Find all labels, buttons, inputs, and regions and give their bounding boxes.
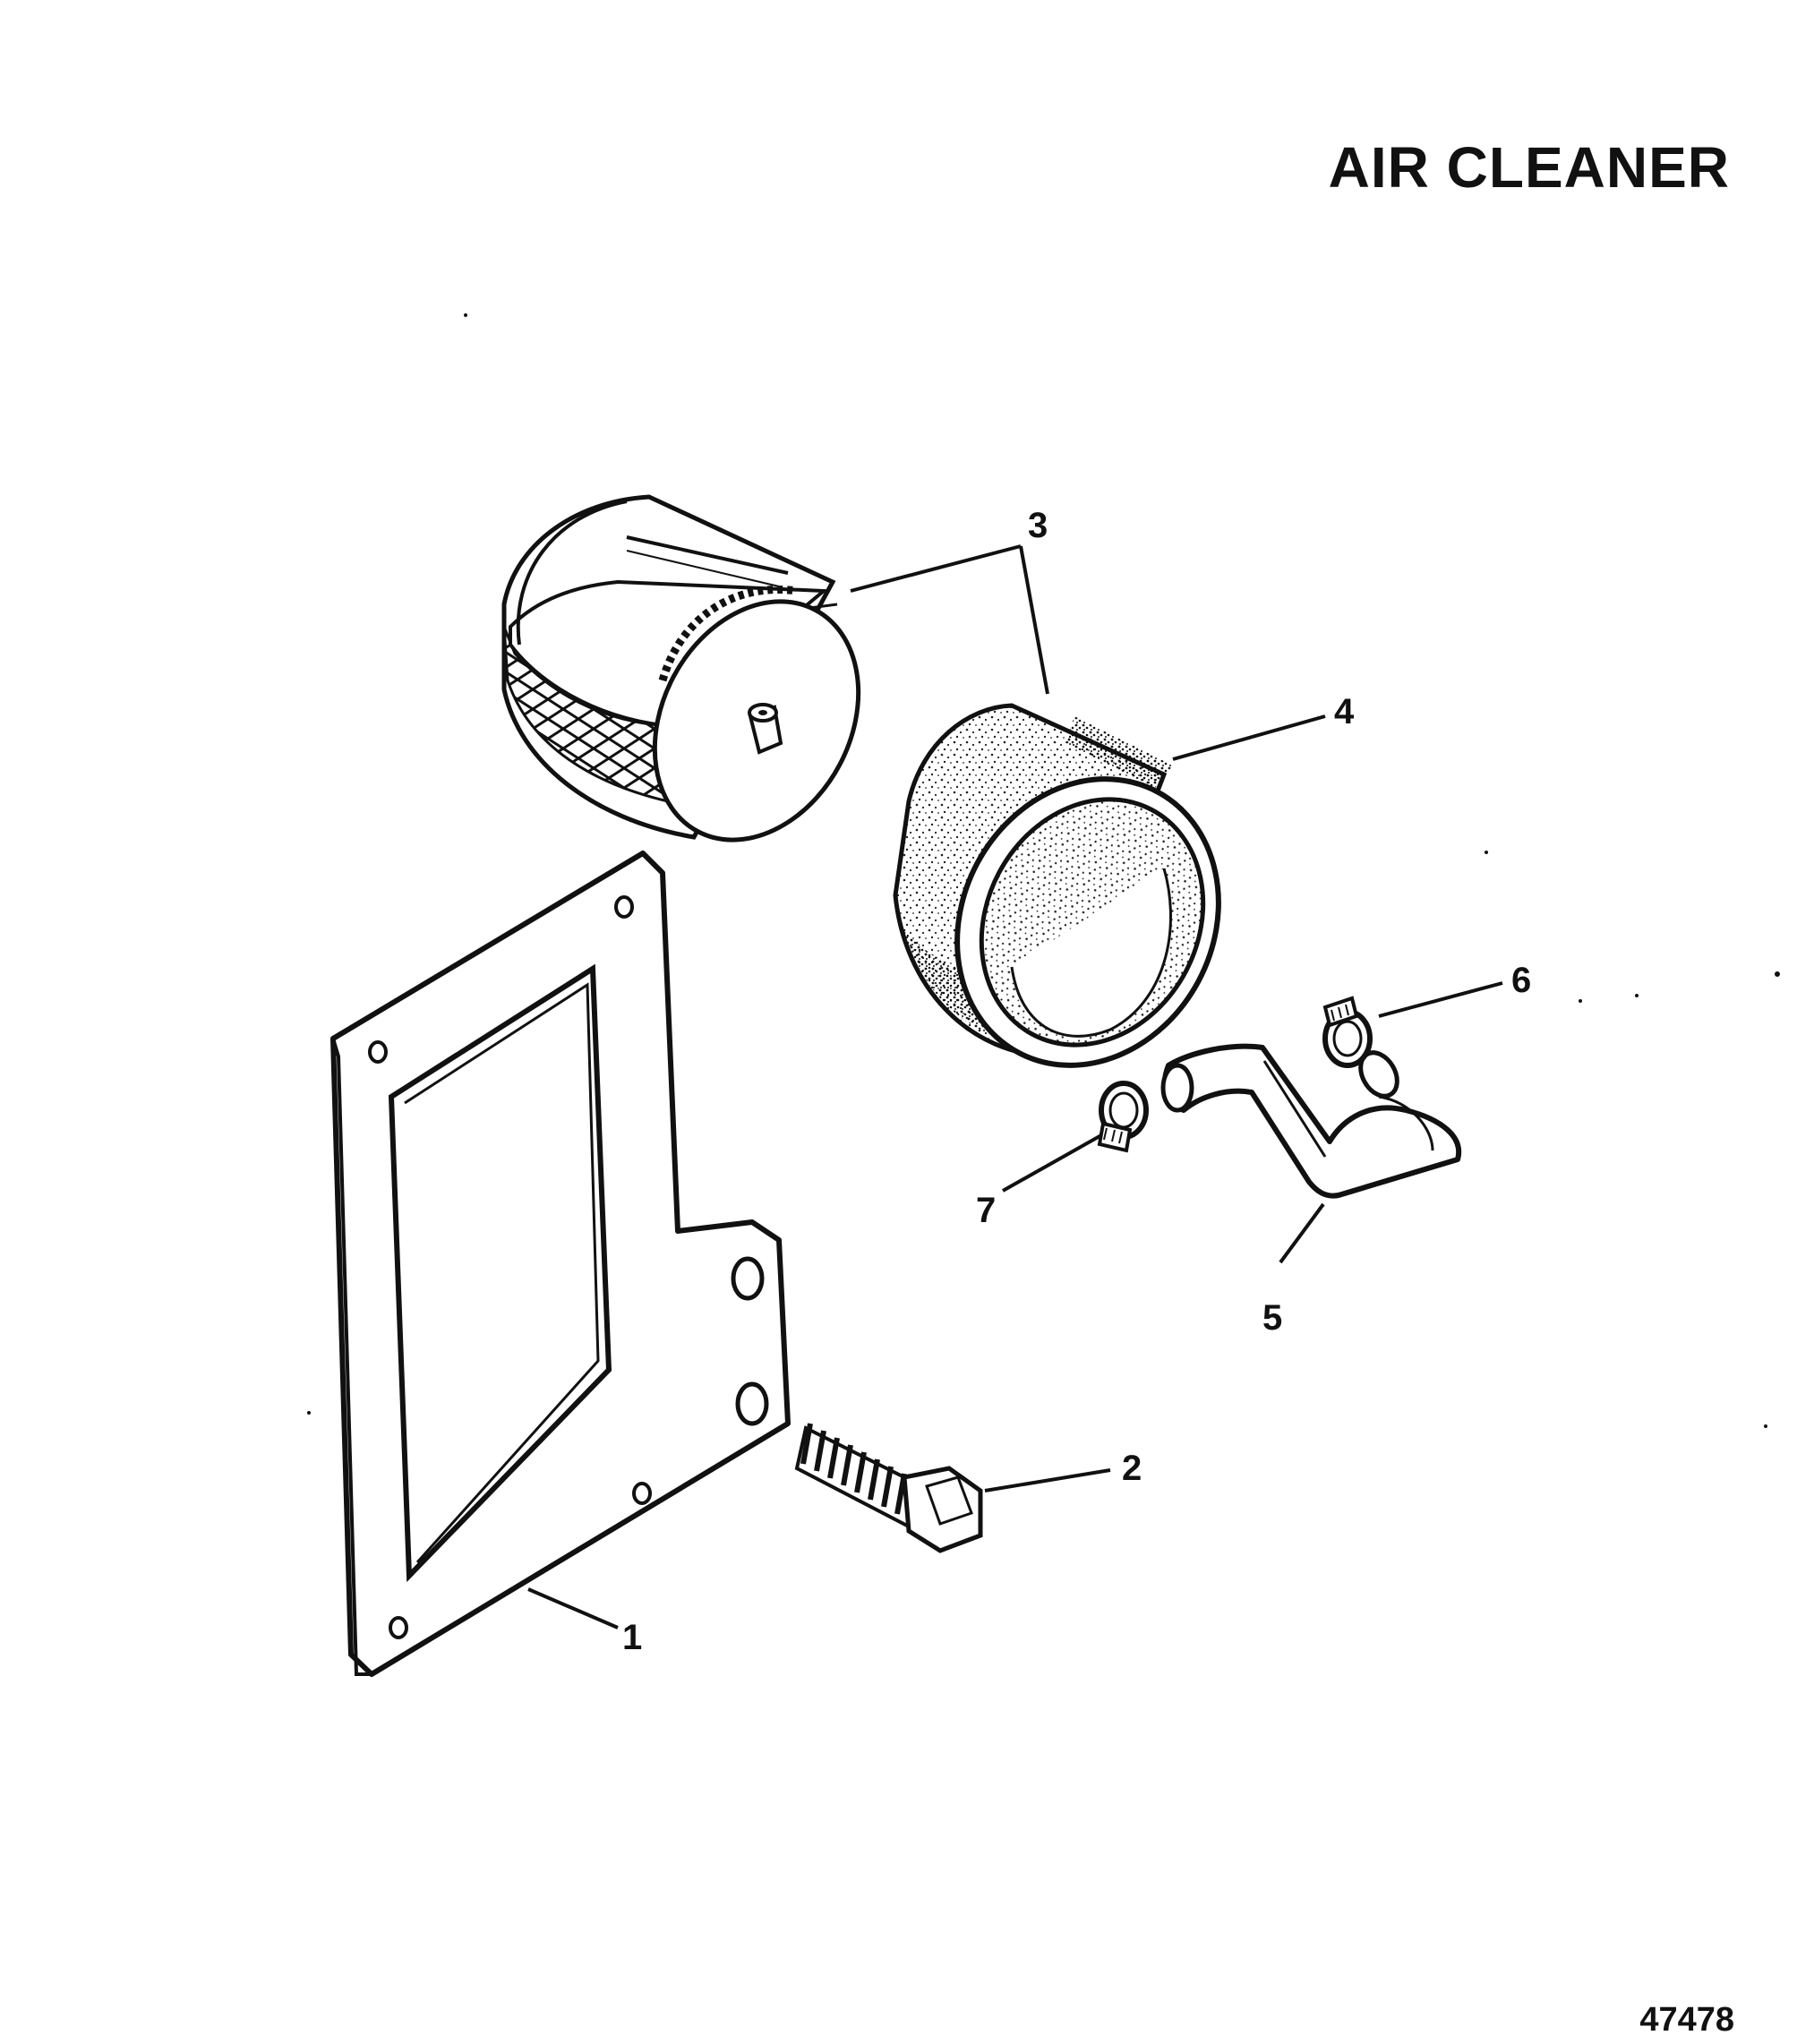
part-7-clamp: [1097, 1081, 1149, 1153]
part-5-hose: [1160, 1043, 1462, 1199]
filter-element-top-edge: [516, 500, 628, 646]
callout-7: 7: [976, 1191, 996, 1230]
callout-3: 3: [1028, 506, 1048, 545]
leader-line-2: [984, 1468, 1111, 1492]
leader-line-3b: [1019, 545, 1049, 695]
scan-specks: [307, 313, 1780, 1428]
figure-number: 47478: [1639, 2001, 1734, 2039]
callout-2: 2: [1122, 1449, 1142, 1488]
part-4-foam-sleeve: [893, 703, 1221, 1068]
flange-plate-mount-hole-upper: [731, 1256, 765, 1301]
bolt-threads: [800, 1423, 907, 1515]
flange-plate-bolt-hole-top-right: [614, 895, 634, 919]
hose-bend-line: [1262, 1060, 1434, 1158]
part-6-clamp: [1322, 996, 1373, 1068]
flange-plate-bolt-hole-bottom-left: [389, 1616, 408, 1639]
flange-plate-window-inner: [404, 982, 600, 1564]
leader-line-4: [1172, 714, 1326, 761]
callout-6: 6: [1511, 961, 1531, 1000]
bolt-hex-face: [925, 1475, 973, 1526]
flange-plate-mount-hole-lower: [735, 1381, 769, 1426]
callout-5: 5: [1262, 1298, 1282, 1338]
leader-lines: [527, 544, 1503, 1629]
leader-line-5: [1279, 1202, 1325, 1264]
flange-plate-bolt-hole-top-left: [368, 1040, 388, 1064]
leader-line-1: [527, 1587, 619, 1629]
flange-plate-window: [388, 963, 612, 1583]
diagram-title: AIR CLEANER: [1328, 135, 1730, 200]
part-1-flange-plate: [330, 851, 791, 1677]
part-3-filter-element: [501, 494, 861, 842]
hose-left-end: [1160, 1063, 1194, 1113]
filter-element-shade-line-2: [626, 550, 780, 587]
foam-sleeve-inner-highlight: [1010, 868, 1172, 1038]
foam-sleeve-top-shading: [1065, 716, 1173, 788]
leader-line-3a: [850, 544, 1022, 593]
hose-outer: [1162, 1043, 1462, 1199]
leader-line-6: [1378, 981, 1503, 1018]
flange-plate-edge-thickness: [331, 1038, 372, 1676]
flange-plate-bolt-hole-bottom-right: [632, 1482, 652, 1505]
filter-element-center-stud: [748, 703, 783, 755]
leader-line-7: [1002, 1133, 1102, 1193]
filter-element-end-cap-pleat-edge: [658, 586, 798, 682]
callout-labels: 1 2 3 4 5 6 7: [622, 506, 1531, 1657]
callout-1: 1: [622, 1618, 642, 1657]
callout-4: 4: [1334, 692, 1355, 731]
part-2-bolt: [794, 1423, 983, 1553]
filter-element-shade-line: [626, 535, 789, 575]
